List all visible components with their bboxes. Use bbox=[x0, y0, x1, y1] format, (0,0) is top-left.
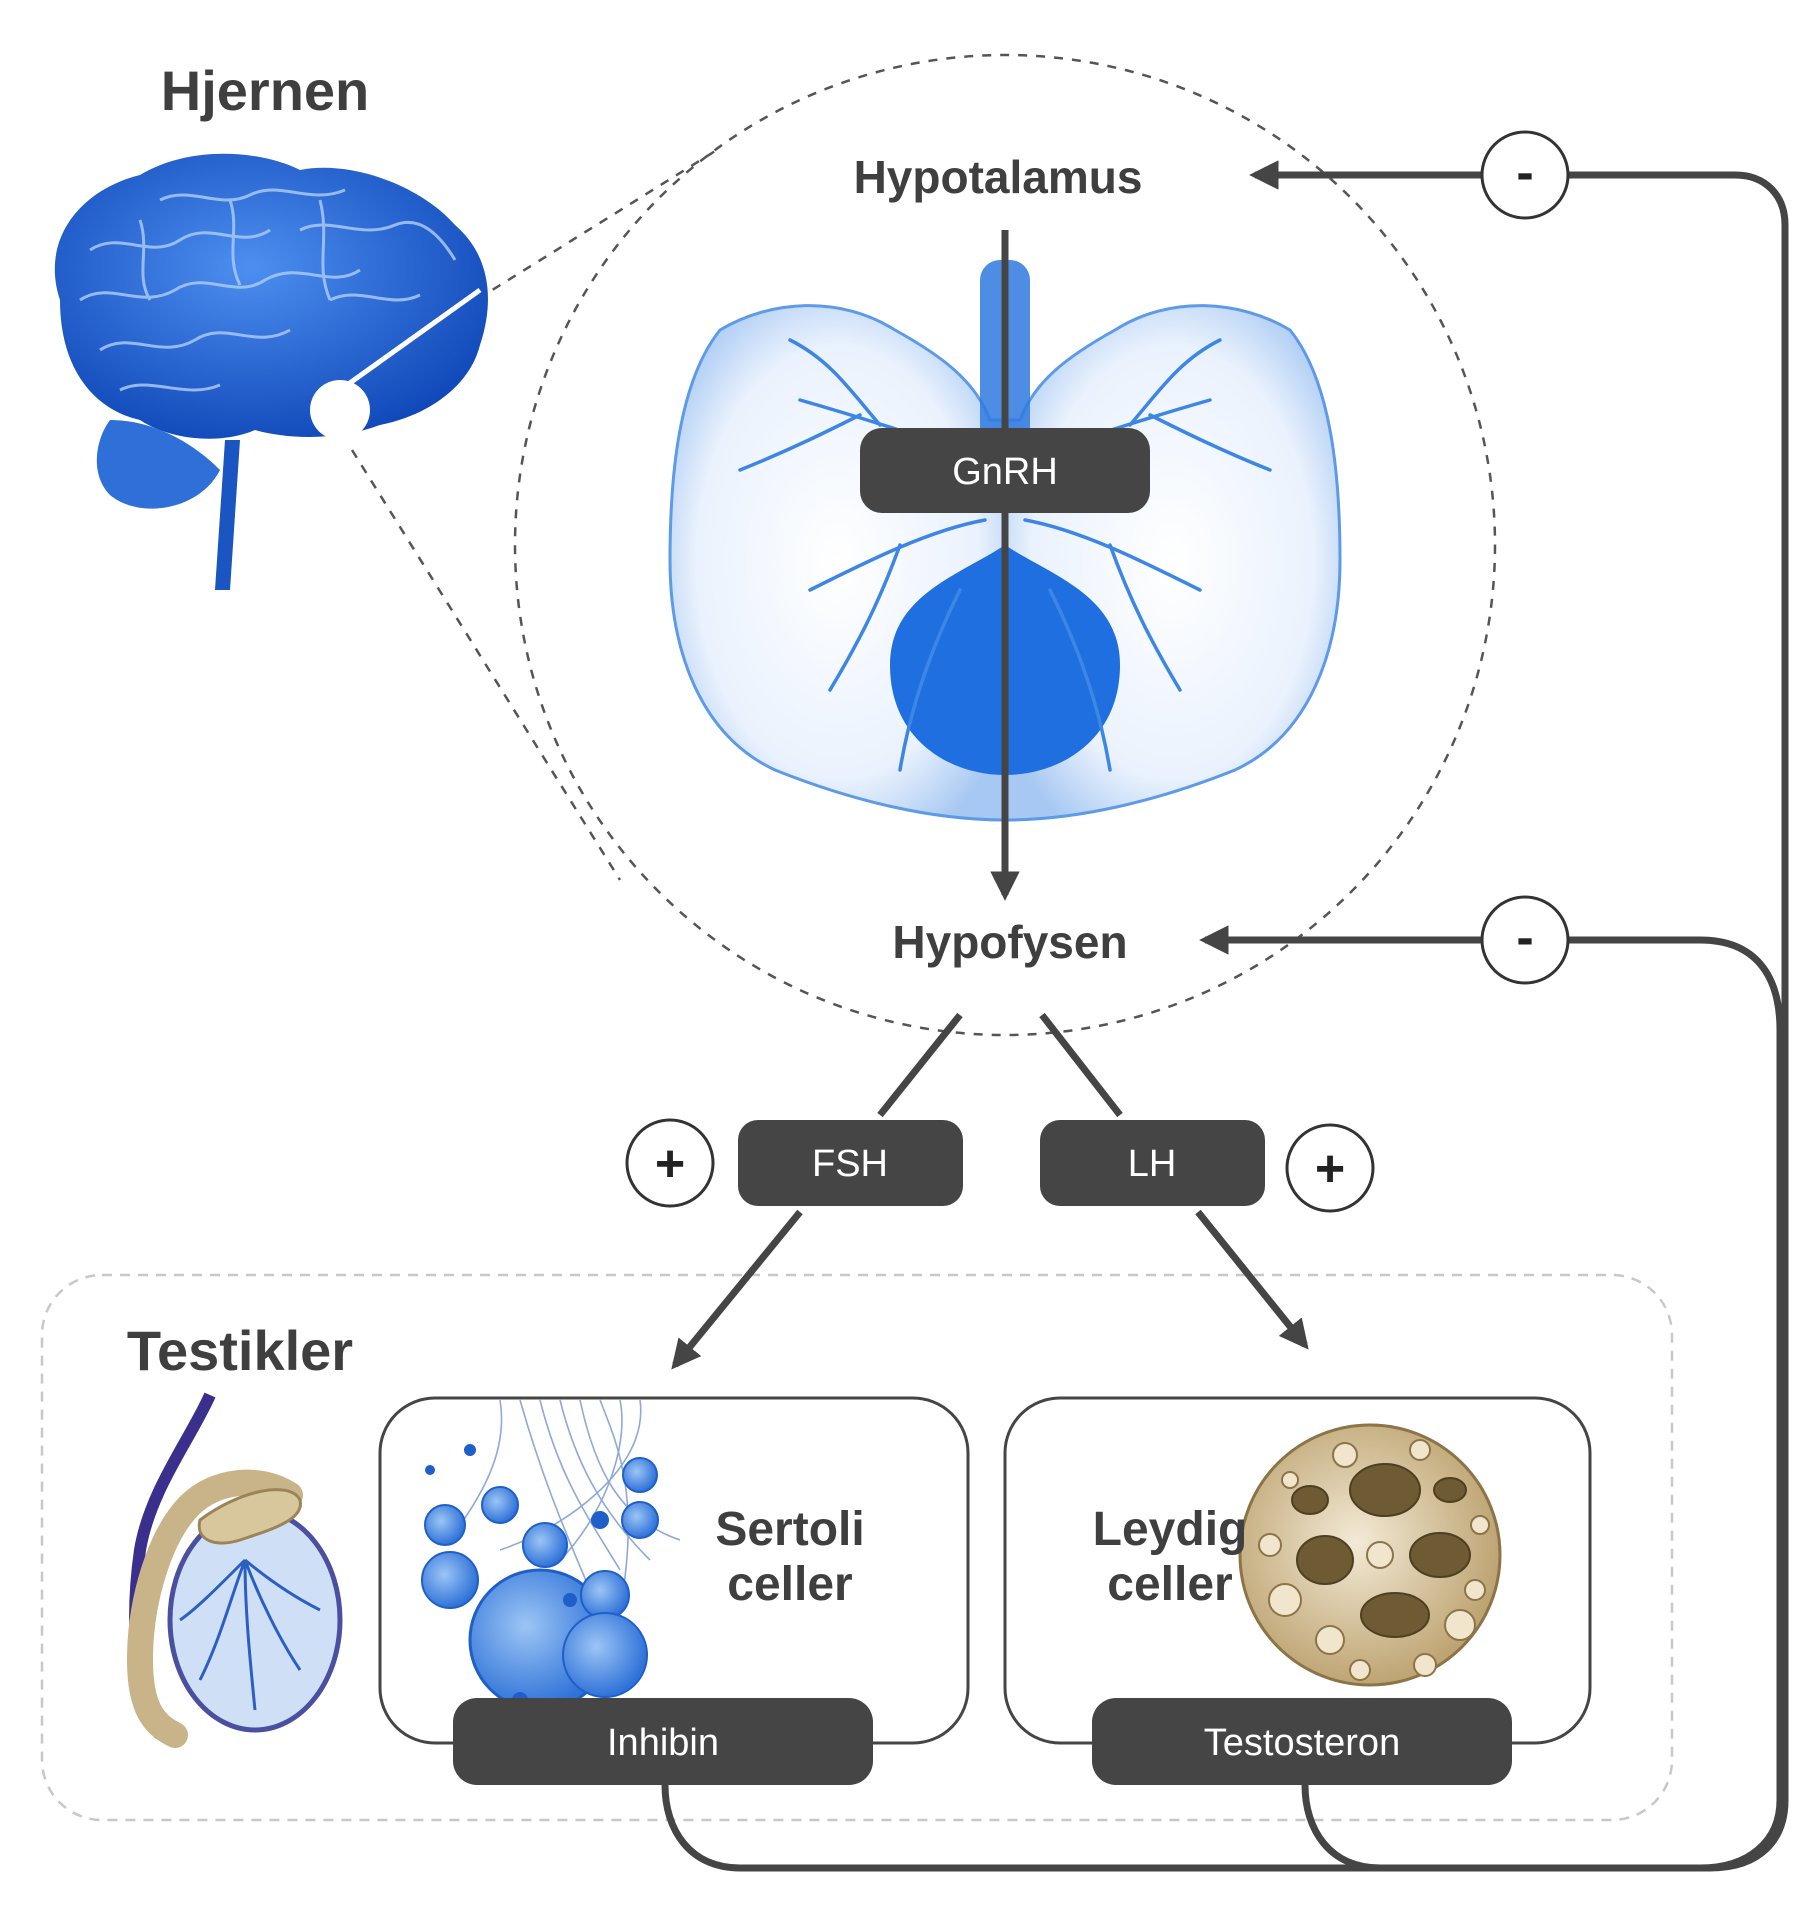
arrow-lh-to-leydig bbox=[1195, 1209, 1309, 1350]
lh-label: LH bbox=[1128, 1143, 1177, 1185]
hypothalamus-minus-sign: - bbox=[1480, 130, 1570, 220]
svg-text:+: + bbox=[1315, 1140, 1345, 1198]
pituitary-title: Hypofysen bbox=[892, 916, 1127, 968]
lh-plus-sign: + bbox=[1285, 1123, 1375, 1213]
testis-illustration bbox=[126, 1392, 343, 1748]
fsh-label: FSH bbox=[812, 1143, 888, 1185]
fsh-pill: FSH bbox=[738, 1120, 963, 1206]
arrow-fsh-to-sertoli bbox=[671, 1209, 803, 1370]
testes-title: Testikler bbox=[127, 1319, 353, 1382]
sertoli-illustration bbox=[421, 1399, 681, 1712]
feedback-line-inhibin bbox=[661, 936, 1784, 1872]
inhibin-label: Inhibin bbox=[607, 1722, 719, 1764]
sertoli-title-line1: Sertoli bbox=[715, 1503, 864, 1556]
testosterone-label: Testosteron bbox=[1204, 1722, 1400, 1764]
gnrh-pill: GnRH bbox=[860, 428, 1150, 513]
testosterone-pill: Testosteron bbox=[1092, 1698, 1512, 1785]
brain-illustration bbox=[54, 153, 488, 590]
svg-text:+: + bbox=[655, 1135, 685, 1193]
magnifier-circle bbox=[513, 53, 1497, 1037]
hypothalamus-spot bbox=[310, 380, 370, 440]
gnrh-label: GnRH bbox=[952, 451, 1058, 493]
pituitary-minus-sign: - bbox=[1480, 895, 1570, 985]
feedback-line-testosterone bbox=[1290, 171, 1789, 1872]
svg-text:-: - bbox=[1516, 909, 1533, 967]
sertoli-title-line2: celler bbox=[727, 1558, 852, 1611]
leydig-title-line1: Leydig bbox=[1093, 1503, 1248, 1556]
arrow-pituitary-to-fsh bbox=[877, 1012, 963, 1118]
leydig-illustration bbox=[1238, 1423, 1502, 1687]
inhibin-pill: Inhibin bbox=[453, 1698, 873, 1785]
hypothalamus-title: Hypotalamus bbox=[854, 151, 1143, 203]
svg-text:-: - bbox=[1516, 144, 1533, 202]
lh-pill: LH bbox=[1040, 1120, 1265, 1206]
brain-title: Hjernen bbox=[161, 59, 370, 122]
arrow-pituitary-to-lh bbox=[1039, 1012, 1123, 1118]
magnifier-connector-bottom bbox=[350, 449, 622, 881]
fsh-plus-sign: + bbox=[625, 1118, 715, 1208]
leydig-title-line2: celler bbox=[1107, 1558, 1232, 1611]
